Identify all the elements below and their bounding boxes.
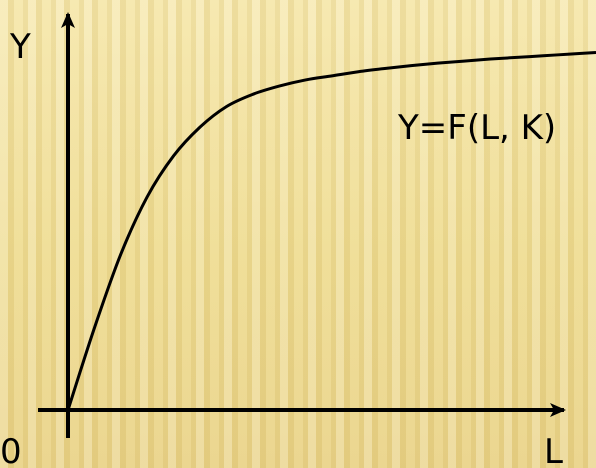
production-curve xyxy=(66,50,596,411)
y-axis-label: Y xyxy=(9,27,31,67)
curve-label: Y=F(L, K) xyxy=(397,108,556,148)
origin-label: 0 xyxy=(0,432,22,468)
x-axis-label: L xyxy=(544,432,563,468)
